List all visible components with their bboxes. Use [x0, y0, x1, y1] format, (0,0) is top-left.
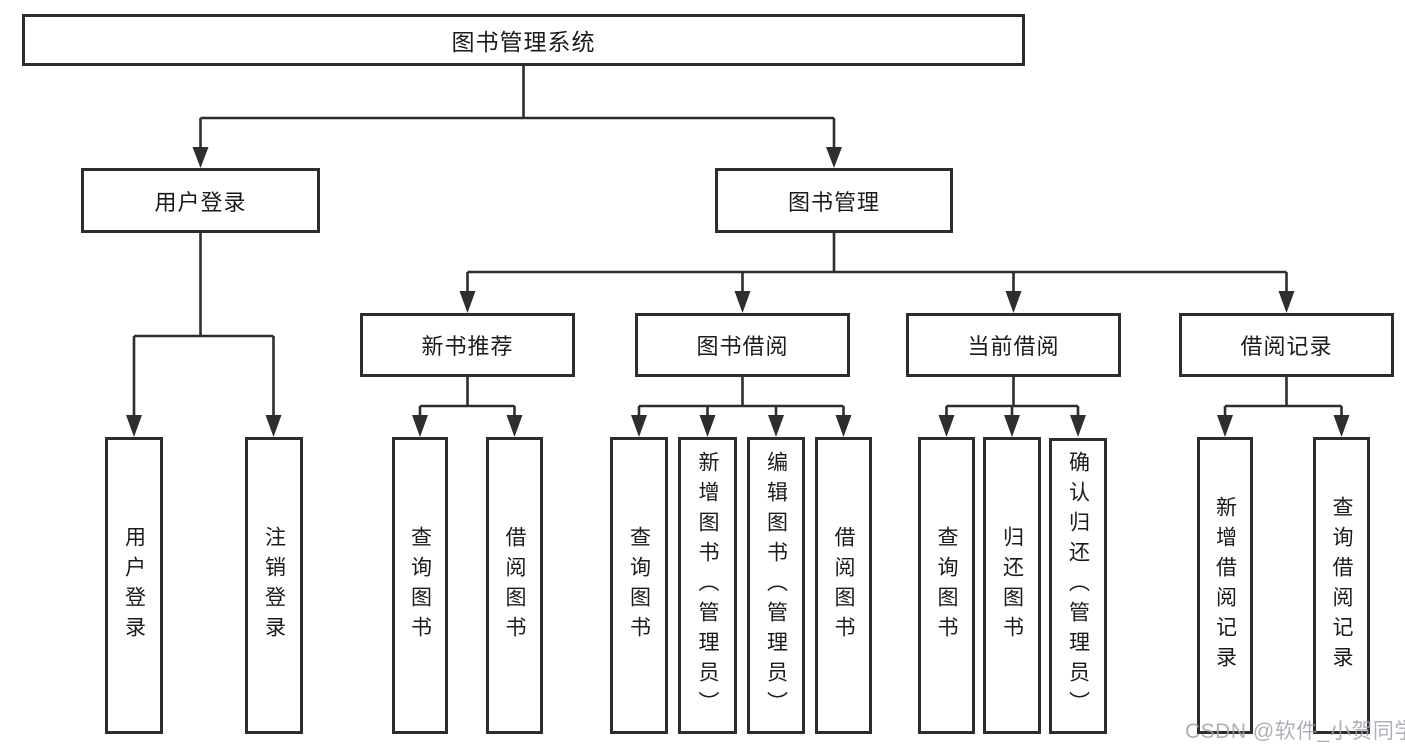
node-book-borrow: 图书借阅 [635, 313, 850, 377]
leaf-current-query-books: 查询图书 [918, 437, 975, 734]
leaf-logout: 注销登录 [245, 437, 303, 734]
leaf-borrow-add-books-admin: 新增图书（管理员） [678, 437, 737, 734]
connector-management-to-level3 [459, 233, 1295, 313]
leaf-borrow-borrow-books: 借阅图书 [815, 437, 872, 734]
connector-root-to-level2 [192, 66, 842, 168]
node-label: 新书推荐 [421, 334, 514, 359]
connector-borrow-to-leaves [631, 377, 852, 437]
leaf-current-confirm-return-admin: 确认归还（管理员） [1049, 438, 1107, 734]
node-user-login: 用户登录 [81, 168, 320, 233]
connector-records-to-leaves [1217, 377, 1350, 437]
node-label: 图书管理系统 [451, 29, 596, 55]
node-label: 借阅记录 [1240, 334, 1333, 359]
node-label: 图书借阅 [696, 334, 789, 359]
node-label: 查询借阅记录 [1330, 495, 1353, 676]
node-label: 用户登录 [122, 525, 146, 646]
connector-current-to-leaves [938, 377, 1086, 437]
node-book-management: 图书管理 [715, 168, 953, 233]
node-label: 图书管理 [787, 189, 880, 215]
connector-login-to-leaves [126, 233, 282, 437]
leaf-records-query-borrow-record: 查询借阅记录 [1313, 437, 1370, 734]
leaf-borrow-query-books: 查询图书 [610, 437, 668, 734]
node-label: 注销登录 [262, 525, 286, 646]
leaf-user-login: 用户登录 [105, 437, 163, 734]
csdn-watermark: CSDN @软件_小贺同学 [1185, 720, 1405, 743]
leaf-records-add-borrow-record: 新增借阅记录 [1197, 437, 1253, 734]
leaf-recommend-borrow-books: 借阅图书 [486, 437, 543, 734]
node-label: 新增借阅记录 [1213, 495, 1237, 676]
node-label: 新增图书（管理员） [696, 450, 719, 721]
node-current-borrow: 当前借阅 [906, 313, 1121, 377]
leaf-borrow-edit-books-admin: 编辑图书（管理员） [747, 437, 805, 734]
node-label: 查询图书 [408, 525, 432, 646]
node-label: 用户登录 [154, 189, 247, 215]
node-label: 归还图书 [1000, 525, 1024, 646]
node-label: 查询图书 [627, 525, 651, 646]
node-label: 借阅图书 [503, 525, 526, 646]
leaf-current-return-books: 归还图书 [983, 437, 1041, 734]
node-borrow-records: 借阅记录 [1179, 313, 1394, 377]
node-new-book-recommend: 新书推荐 [360, 313, 575, 377]
node-label: 确认归还（管理员） [1066, 451, 1090, 721]
node-label: 编辑图书（管理员） [764, 450, 788, 721]
leaf-recommend-query-books: 查询图书 [392, 437, 448, 734]
node-label: 借阅图书 [832, 525, 855, 646]
node-library-management-system: 图书管理系统 [22, 14, 1025, 66]
node-label: 当前借阅 [967, 334, 1060, 359]
node-label: 查询图书 [935, 525, 958, 646]
connector-recommend-to-leaves [412, 377, 523, 437]
